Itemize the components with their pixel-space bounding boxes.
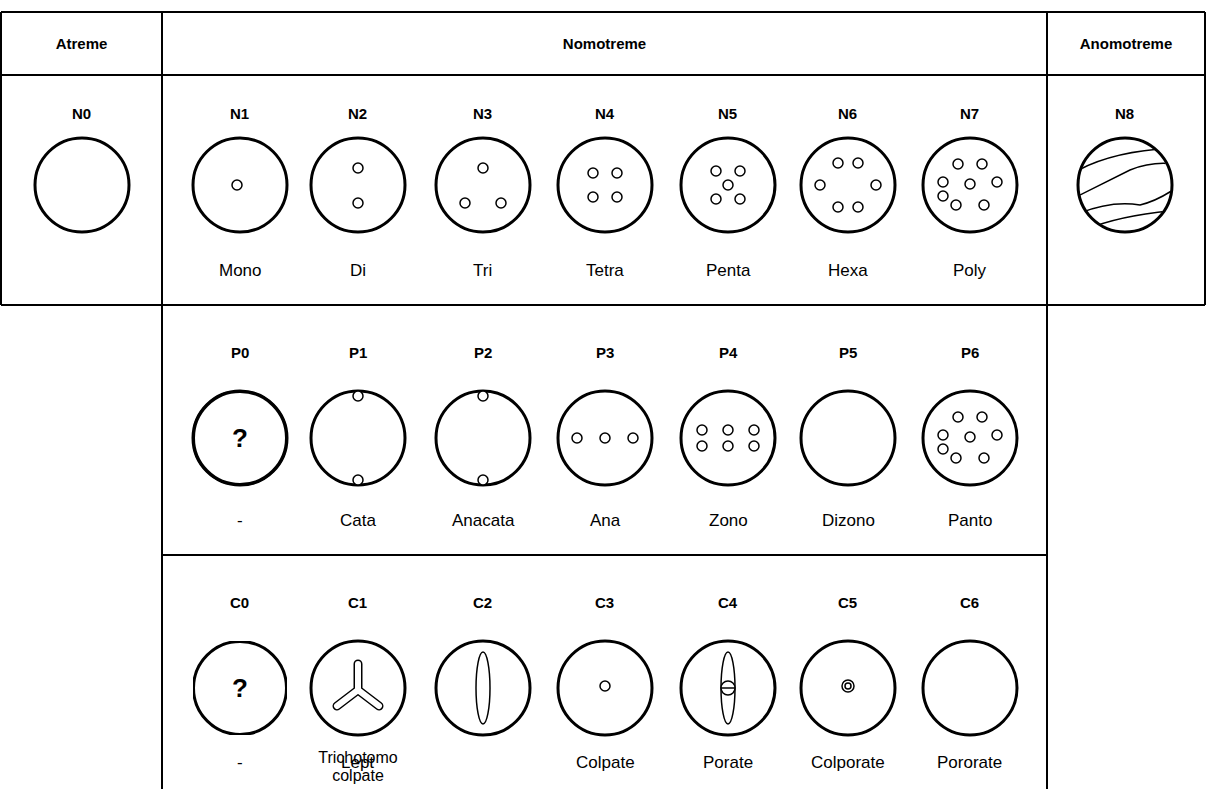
- column-header: Anomotreme: [1048, 13, 1204, 74]
- trichotomocolpate-aperture: [337, 664, 379, 706]
- aperture-name: Poly: [953, 261, 986, 280]
- category-code: N4: [595, 104, 614, 123]
- aperture-name: Anacata: [452, 511, 514, 530]
- category-code: C0: [230, 593, 249, 612]
- pororus: [842, 680, 854, 692]
- category-code: N3: [473, 104, 492, 123]
- category-code: N7: [960, 104, 979, 123]
- column-header: Nomotreme: [163, 13, 1046, 74]
- category-code: P5: [839, 343, 857, 362]
- category-code: C4: [718, 593, 737, 612]
- aperture-name: Pororate: [937, 753, 1002, 772]
- category-code: C2: [473, 593, 492, 612]
- category-code: P4: [719, 343, 737, 362]
- aperture-name: -: [237, 753, 243, 772]
- aperture-name: Mono: [219, 261, 262, 280]
- aperture-name: Zono: [709, 511, 748, 530]
- category-code: N0: [72, 104, 91, 123]
- header-text: Anomotreme: [1080, 35, 1173, 52]
- category-code: N6: [838, 104, 857, 123]
- category-code: N2: [348, 104, 367, 123]
- category-code: P1: [349, 343, 367, 362]
- category-code: N1: [230, 104, 249, 123]
- category-code: C6: [960, 593, 979, 612]
- unknown-mark: ?: [232, 673, 248, 704]
- category-code: C3: [595, 593, 614, 612]
- header-text: Atreme: [56, 35, 108, 52]
- table-grid: [1, 12, 1205, 789]
- category-code: P0: [231, 343, 249, 362]
- pore: [600, 681, 610, 691]
- aperture-name: Di: [350, 261, 366, 280]
- pollen-outlines: [35, 138, 1172, 735]
- aperture-name: Porate: [703, 753, 753, 772]
- aperture-name: -: [237, 511, 243, 530]
- colpus: [476, 652, 490, 724]
- aperture-name: Hexa: [828, 261, 868, 280]
- aperture-name: Ana: [590, 511, 620, 530]
- unknown-mark: ?: [232, 423, 248, 454]
- cata-outline: [193, 391, 287, 485]
- colporus: [721, 652, 735, 724]
- category-code: P3: [596, 343, 614, 362]
- category-code: P6: [961, 343, 979, 362]
- category-code: C1: [348, 593, 367, 612]
- category-code: N5: [718, 104, 737, 123]
- header-text: Nomotreme: [563, 35, 646, 52]
- category-code: C5: [838, 593, 857, 612]
- pollen-circle: ?: [193, 641, 287, 735]
- aperture-name: Colpate: [576, 753, 635, 772]
- aperture-name: Tri: [473, 261, 492, 280]
- category-code: P2: [474, 343, 492, 362]
- aperture-name: Colporate: [811, 753, 885, 772]
- aperture-name: Cata: [340, 511, 376, 530]
- pore-dots: [232, 158, 1002, 485]
- column-header: Atreme: [2, 13, 161, 74]
- aperture-name: Penta: [706, 261, 750, 280]
- aperture-name: Tetra: [586, 261, 624, 280]
- aperture-name: Dizono: [822, 511, 875, 530]
- aperture-name: Trichotomo colpate: [306, 749, 410, 785]
- anomotreme-lines: [1070, 148, 1180, 230]
- aperture-name: Panto: [948, 511, 992, 530]
- category-code: N8: [1115, 104, 1134, 123]
- pollen-circle: ?: [193, 391, 287, 485]
